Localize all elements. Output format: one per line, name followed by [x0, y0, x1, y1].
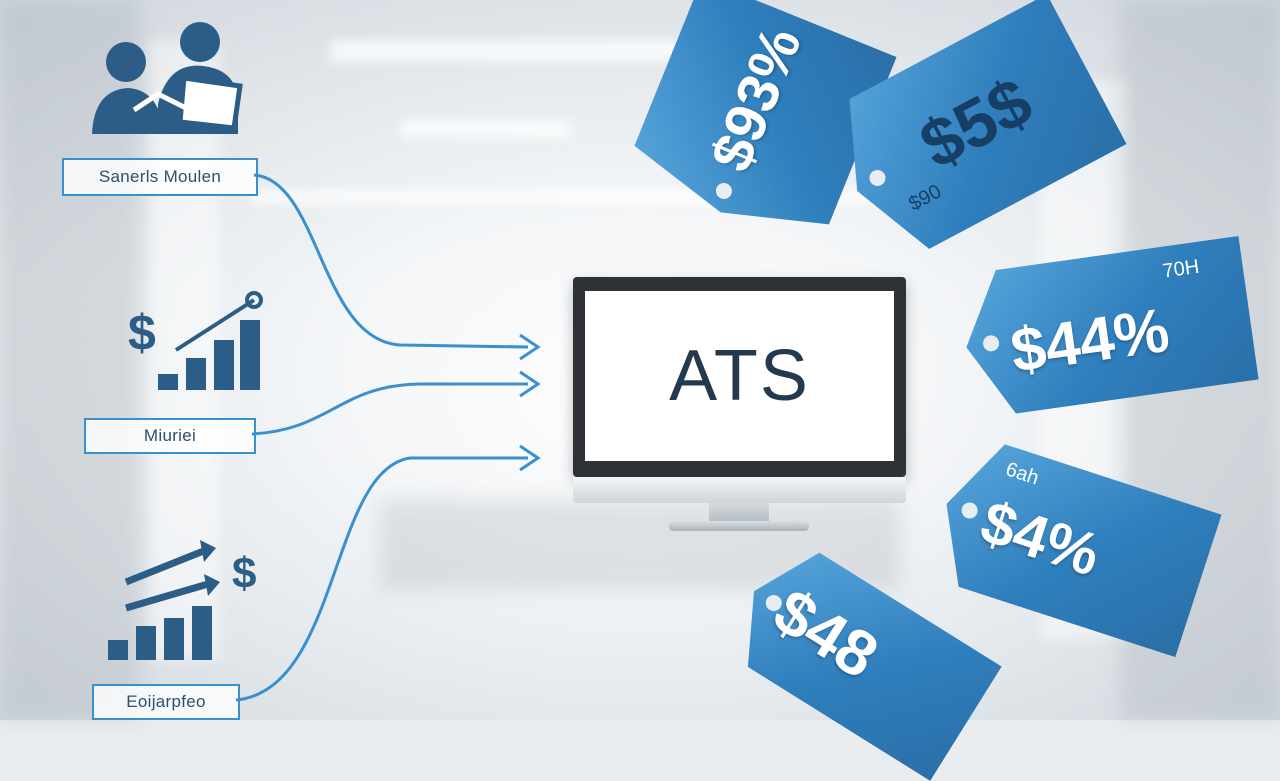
monitor-chin	[573, 477, 906, 503]
price-tag-3-small: 70H	[1161, 255, 1201, 283]
arrowhead-top	[519, 333, 541, 361]
tag-hole	[959, 500, 979, 520]
price-tag-4-text: $4%	[973, 487, 1109, 589]
tag-hole	[982, 334, 1000, 352]
tag-hole	[714, 181, 735, 202]
label-bottom-text: Eoijarpfeo	[126, 692, 206, 711]
price-tag-5-text: $48	[761, 574, 891, 693]
label-top: Sanerls Moulen	[62, 158, 258, 196]
price-tag-3-text: $44%	[1006, 295, 1174, 387]
connector-lines	[235, 173, 541, 702]
ats-pricing-diagram: $ $ Sanerls Moulen Miuriei Eoijarpfeo	[62, 0, 1280, 720]
label-top-text: Sanerls Moulen	[98, 167, 222, 186]
connector-middle	[251, 382, 528, 436]
label-middle-text: Miuriei	[143, 426, 197, 445]
connector-bottom	[235, 456, 528, 702]
label-bottom: Eoijarpfeo	[92, 684, 240, 720]
dollar-growth-chart-icon: $	[128, 291, 263, 390]
monitor-stand	[709, 503, 769, 521]
svg-text:$: $	[232, 549, 256, 598]
monitor-base	[669, 521, 809, 531]
arrow-growth-chart-icon: $	[108, 540, 256, 660]
arrowhead-bottom	[519, 444, 541, 472]
price-tag-1-text: $93%	[698, 18, 815, 181]
monitor-text: ATS	[669, 336, 810, 416]
label-middle: Miuriei	[84, 418, 256, 454]
ats-monitor: ATS	[573, 277, 906, 531]
arrowhead-middle	[519, 370, 541, 398]
price-tag-2-small: $90	[905, 180, 946, 216]
monitor-bezel: ATS	[573, 277, 906, 477]
connector-top	[253, 173, 529, 349]
people-icon	[92, 22, 243, 134]
price-tag-4-small: 6ah	[1002, 458, 1042, 490]
monitor-screen: ATS	[585, 291, 894, 461]
svg-text:$: $	[128, 305, 156, 361]
price-tag-2-text: $5$	[908, 63, 1045, 184]
tag-hole	[866, 167, 888, 189]
